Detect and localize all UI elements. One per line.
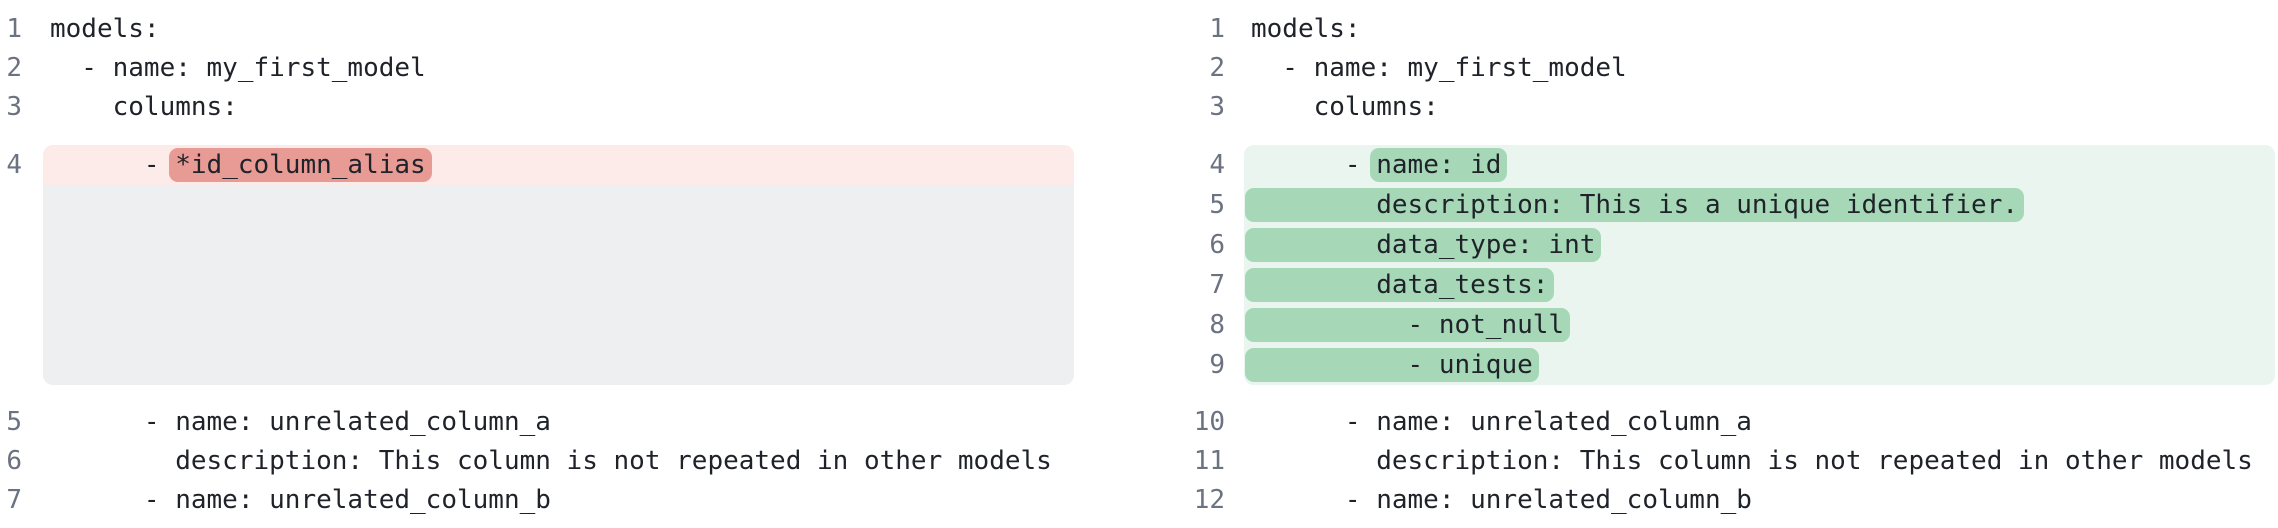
code-line: columns: <box>1251 92 1439 122</box>
code-line: - *id_column_alias <box>43 145 1074 185</box>
added-token: data_type: int <box>1245 228 1602 262</box>
line-number: 2 <box>1209 53 1225 83</box>
line-number: 3 <box>1209 92 1225 122</box>
line-number: 5 <box>1209 190 1225 220</box>
added-token: - not_null <box>1245 308 1571 342</box>
added-token: name: id <box>1370 148 1508 182</box>
added-token: description: This is a unique identifier… <box>1245 188 2025 222</box>
line-number: 2 <box>6 53 22 83</box>
line-number: 6 <box>6 446 22 476</box>
diff-line-context: 3 columns: <box>0 88 1074 127</box>
line-number: 10 <box>1193 407 1225 437</box>
code-line: models: <box>1251 14 1361 44</box>
line-number: 7 <box>6 485 22 515</box>
diff-line-context: 2 - name: my_first_model <box>1146 49 2275 88</box>
added-token: data_tests: <box>1245 268 1555 302</box>
diff-line-added: 8 - not_null <box>1146 305 2275 345</box>
diff-hunk: 4 - *id_column_alias <box>0 145 1074 385</box>
line-number: 4 <box>6 150 22 180</box>
diff-line-added: 4 - name: id <box>1146 145 2275 185</box>
code-line: models: <box>50 14 160 44</box>
code-line: columns: <box>50 92 238 122</box>
code-line: - not_null <box>1244 305 2275 345</box>
line-number: 12 <box>1193 485 1225 515</box>
line-number: 7 <box>1209 270 1225 300</box>
diff-line-added: 6 data_type: int <box>1146 225 2275 265</box>
code-line: - name: unrelated_column_b <box>50 485 551 515</box>
diff-line-removed: 4 - *id_column_alias <box>0 145 1074 185</box>
code-line: - name: my_first_model <box>50 53 426 83</box>
diff-filler-row <box>0 185 1074 385</box>
line-number: 11 <box>1193 446 1225 476</box>
line-number: 6 <box>1209 230 1225 260</box>
code-line: data_tests: <box>1244 265 2275 305</box>
code-line: - name: unrelated_column_b <box>1251 485 1752 515</box>
line-number: 4 <box>1209 150 1225 180</box>
diff-line-context: 11 description: This column is not repea… <box>1146 442 2275 481</box>
diff-line-context: 10 - name: unrelated_column_a <box>1146 403 2275 442</box>
removed-token: *id_column_alias <box>169 148 432 182</box>
diff-line-context: 7 - name: unrelated_column_b <box>0 481 1074 520</box>
diff-line-context: 3 columns: <box>1146 88 2275 127</box>
line-number: 1 <box>1209 14 1225 44</box>
code-line: - unique <box>1244 345 2275 385</box>
diff-line-context: 1 models: <box>0 10 1074 49</box>
diff-line-context: 6 description: This column is not repeat… <box>0 442 1074 481</box>
line-number: 1 <box>6 14 22 44</box>
code-line: description: This column is not repeated… <box>1251 446 2253 476</box>
line-number: 5 <box>6 407 22 437</box>
code-line: - name: my_first_model <box>1251 53 1627 83</box>
code-line: - name: unrelated_column_a <box>1251 407 1752 437</box>
diff-line-context: 5 - name: unrelated_column_a <box>0 403 1074 442</box>
added-token: - unique <box>1245 348 1539 382</box>
diff-line-context: 1 models: <box>1146 10 2275 49</box>
code-line: - name: unrelated_column_a <box>50 407 551 437</box>
line-number <box>0 185 22 385</box>
code-line: - name: id <box>1244 145 2275 185</box>
code-line <box>43 185 1074 385</box>
code-line: data_type: int <box>1244 225 2275 265</box>
diff-line-context: 12 - name: unrelated_column_b <box>1146 481 2275 520</box>
code-line: description: This column is not repeated… <box>50 446 1052 476</box>
line-number: 9 <box>1209 350 1225 380</box>
diff-line-added: 5 description: This is a unique identifi… <box>1146 185 2275 225</box>
code-line: description: This is a unique identifier… <box>1244 185 2275 225</box>
line-number: 3 <box>6 92 22 122</box>
diff-line-added: 9 - unique <box>1146 345 2275 385</box>
diff-line-context: 2 - name: my_first_model <box>0 49 1074 88</box>
line-number: 8 <box>1209 310 1225 340</box>
diff-line-added: 7 data_tests: <box>1146 265 2275 305</box>
